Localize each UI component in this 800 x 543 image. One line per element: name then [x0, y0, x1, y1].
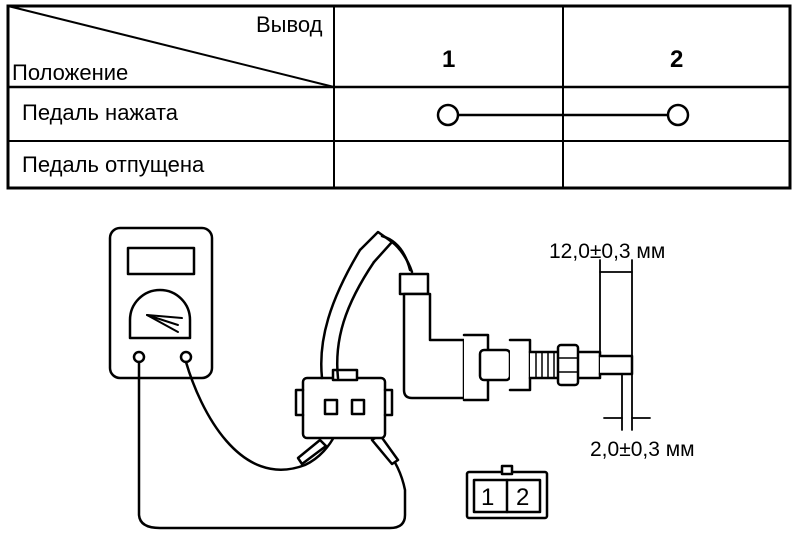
probe-tip-1 — [296, 438, 328, 466]
brake-light-switch — [398, 272, 634, 402]
lead-black — [137, 360, 407, 530]
probe-tip-2 — [370, 433, 400, 466]
dimension-marks — [599, 259, 651, 431]
lead-red — [184, 360, 337, 471]
diagram-drawing — [108, 226, 651, 530]
multimeter — [108, 226, 214, 380]
harness-connector — [294, 368, 394, 440]
continuity-table: Вывод Положение 1 2 Педаль нажата Педаль… — [6, 4, 792, 190]
connector-pin-2-label: 2 — [516, 484, 530, 511]
wiring-diagram: 12,0±0,3 мм 2,0±0,3 мм 1 2 — [0, 190, 800, 543]
row-pressed-label: Педаль нажата — [22, 100, 178, 125]
row-released-label: Педаль отпущена — [22, 152, 205, 177]
header-diagonal — [7, 5, 335, 88]
dimension-top-label: 12,0±0,3 мм — [549, 240, 666, 263]
header-output-label: Вывод — [256, 12, 323, 37]
connector-pin-1-label: 1 — [481, 484, 495, 511]
header-position-label: Положение — [12, 60, 129, 85]
dimension-bottom-label: 2,0±0,3 мм — [590, 438, 695, 461]
terminal-2-node — [666, 103, 690, 127]
terminal-1-label: 1 — [442, 46, 456, 73]
connector-face — [465, 464, 549, 520]
terminal-2-label: 2 — [670, 46, 684, 73]
table-grid — [6, 4, 792, 190]
terminal-1-node — [436, 103, 460, 127]
